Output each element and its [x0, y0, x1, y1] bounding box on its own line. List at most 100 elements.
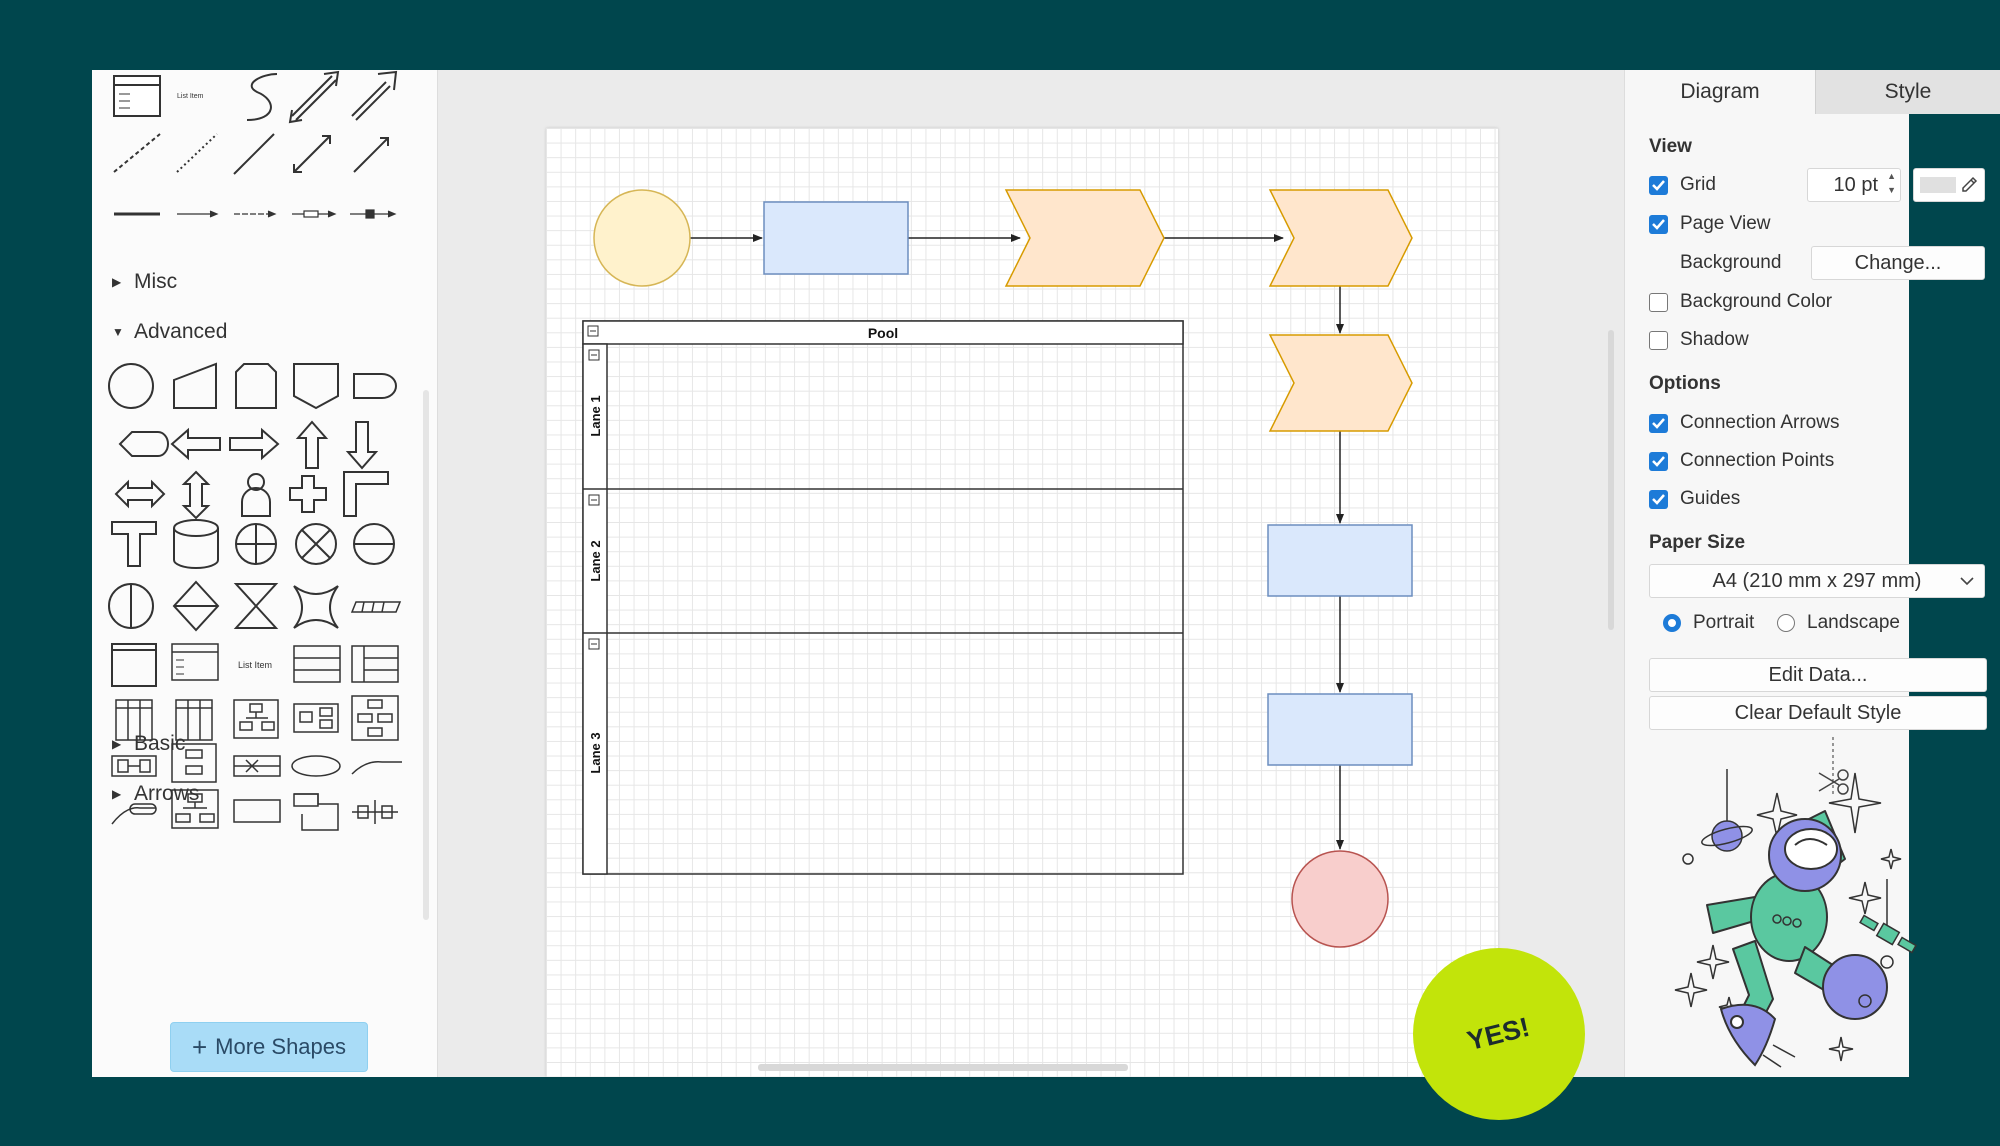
branch-shape-icon[interactable] [351, 761, 402, 775]
horizontal-table-shape-icon[interactable] [351, 645, 399, 683]
guides-checkbox[interactable] [1649, 489, 1668, 509]
guides-option[interactable]: Guides [1649, 488, 1740, 510]
cylinder-shape-icon[interactable] [173, 519, 219, 569]
star-shape-icon[interactable] [293, 585, 339, 629]
list-item-mini-label[interactable]: List Item [177, 93, 204, 100]
section-misc[interactable]: ▶ Misc [112, 270, 177, 294]
tab-style[interactable]: Style [1815, 70, 2000, 114]
circle-shape-icon[interactable] [108, 363, 154, 409]
right-arrow-shape-icon[interactable] [229, 427, 280, 461]
step-chevron-3[interactable] [1268, 334, 1413, 432]
stepper-up-icon[interactable]: ▲ [1887, 171, 1896, 181]
section-basic[interactable]: ▶ Basic [112, 732, 185, 756]
grid-color-swatch[interactable] [1920, 177, 1956, 193]
vertical-pool-2-shape-icon[interactable] [175, 699, 213, 741]
loop-limit-shape-icon[interactable] [235, 363, 277, 409]
canvas-vertical-scrollbar[interactable] [1608, 330, 1614, 630]
division-shape-icon[interactable] [293, 793, 339, 831]
dotted-line-icon[interactable] [176, 133, 218, 173]
grid-option[interactable]: Grid [1649, 174, 1716, 196]
organization-shape-icon[interactable] [233, 799, 281, 823]
tee-shape-icon[interactable] [111, 521, 157, 567]
left-arrow-shape-icon[interactable] [170, 427, 221, 461]
collapse-icon[interactable] [588, 638, 600, 650]
curve-connector-icon[interactable] [246, 73, 278, 121]
block-connector-icon[interactable] [350, 209, 397, 219]
diagram-page[interactable]: Pool Lane 1 Lane 2 Lane 3 [546, 128, 1498, 1077]
left-right-arrow-shape-icon[interactable] [114, 479, 166, 509]
double-arrow-line-icon[interactable] [293, 135, 331, 173]
collate-shape-icon[interactable] [233, 583, 279, 629]
portrait-radio[interactable] [1663, 614, 1681, 632]
landscape-radio[interactable] [1777, 614, 1795, 632]
section-advanced[interactable]: ▼ Advanced [112, 320, 227, 344]
org-chart-shape-icon[interactable] [233, 699, 279, 739]
grid-size-value[interactable]: 10 pt [1833, 174, 1878, 196]
thick-arrow-icon[interactable] [351, 70, 398, 121]
step-chevron-1[interactable] [1004, 189, 1165, 287]
step-chevron-2[interactable] [1268, 189, 1413, 287]
list-shape-icon[interactable] [171, 643, 219, 681]
page-view-checkbox[interactable] [1649, 214, 1668, 234]
sub-topic-shape-icon[interactable] [111, 803, 157, 825]
actor-shape-icon[interactable] [241, 473, 271, 517]
stepper-down-icon[interactable]: ▼ [1887, 185, 1896, 195]
collapse-icon[interactable] [587, 325, 599, 337]
central-idea-shape-icon[interactable] [291, 755, 341, 777]
section-arrows[interactable]: ▶ Arrows [112, 782, 199, 806]
shape-table-icon[interactable] [113, 75, 161, 117]
connection-points-checkbox[interactable] [1649, 451, 1668, 471]
end-circle[interactable] [1291, 850, 1389, 948]
straight-line-icon[interactable] [233, 133, 275, 175]
manual-input-shape-icon[interactable] [173, 362, 217, 409]
delay-shape-icon[interactable] [353, 373, 397, 399]
organization-tree-shape-icon[interactable] [171, 789, 219, 829]
filter-shape-icon[interactable] [353, 523, 395, 565]
clear-default-style-button[interactable]: Clear Default Style [1649, 696, 1987, 730]
sum-junction-shape-icon[interactable] [295, 523, 337, 565]
table-shape-icon[interactable] [293, 645, 341, 683]
corner-shape-icon[interactable] [343, 471, 389, 517]
shadow-checkbox[interactable] [1649, 330, 1668, 350]
horizontal-tree-shape-icon[interactable] [111, 755, 157, 777]
grid-color-picker[interactable] [1913, 168, 1985, 202]
container-shape-icon[interactable] [111, 643, 157, 687]
process-rect[interactable] [763, 201, 909, 275]
connection-points-option[interactable]: Connection Points [1649, 450, 1834, 472]
sort-shape-icon[interactable] [172, 580, 220, 632]
edit-data-button[interactable]: Edit Data... [1649, 658, 1987, 692]
half-circle-shape-icon[interactable] [108, 583, 154, 629]
sidebar-scrollbar[interactable] [423, 390, 429, 920]
hierarchy-shape-icon[interactable] [351, 695, 399, 741]
dashed-line-icon[interactable] [113, 133, 161, 173]
eyedropper-icon[interactable] [1960, 176, 1978, 194]
labeled-connector-icon[interactable] [292, 210, 337, 218]
vertical-pool-shape-icon[interactable] [115, 699, 153, 741]
dash-arrow-connector-icon[interactable] [234, 210, 277, 218]
process-rect-2[interactable] [1267, 524, 1413, 597]
change-background-button[interactable]: Change... [1811, 246, 1985, 280]
process-rect-3[interactable] [1267, 693, 1413, 766]
canvas-area[interactable]: Pool Lane 1 Lane 2 Lane 3 [438, 70, 1624, 1077]
flow-tape-shape-icon[interactable] [350, 601, 402, 613]
arrow-line-icon[interactable] [353, 137, 389, 173]
down-arrow-shape-icon[interactable] [345, 421, 379, 470]
tab-diagram[interactable]: Diagram [1625, 70, 1815, 114]
list-item-shape-label[interactable]: List Item [238, 660, 272, 670]
page-view-option[interactable]: Page View [1649, 213, 1771, 235]
arrow-connector-icon[interactable] [177, 210, 219, 218]
grid-checkbox[interactable] [1649, 175, 1668, 195]
paper-size-select[interactable]: A4 (210 mm x 297 mm) [1649, 564, 1985, 598]
more-shapes-button[interactable]: + More Shapes [170, 1022, 368, 1072]
mindmap-shape-icon[interactable] [171, 743, 217, 783]
portrait-option[interactable]: Portrait [1663, 612, 1754, 634]
cross-shape-icon[interactable] [289, 475, 327, 513]
start-circle[interactable] [593, 189, 691, 287]
display-shape-icon[interactable] [118, 431, 169, 457]
off-page-shape-icon[interactable] [293, 363, 339, 410]
orgchart-horizontal-shape-icon[interactable] [233, 755, 281, 777]
shadow-option[interactable]: Shadow [1649, 329, 1749, 351]
process-tree-shape-icon[interactable] [352, 800, 398, 824]
pool[interactable] [582, 320, 1184, 875]
bidirectional-thick-arrow-icon[interactable] [288, 70, 340, 124]
